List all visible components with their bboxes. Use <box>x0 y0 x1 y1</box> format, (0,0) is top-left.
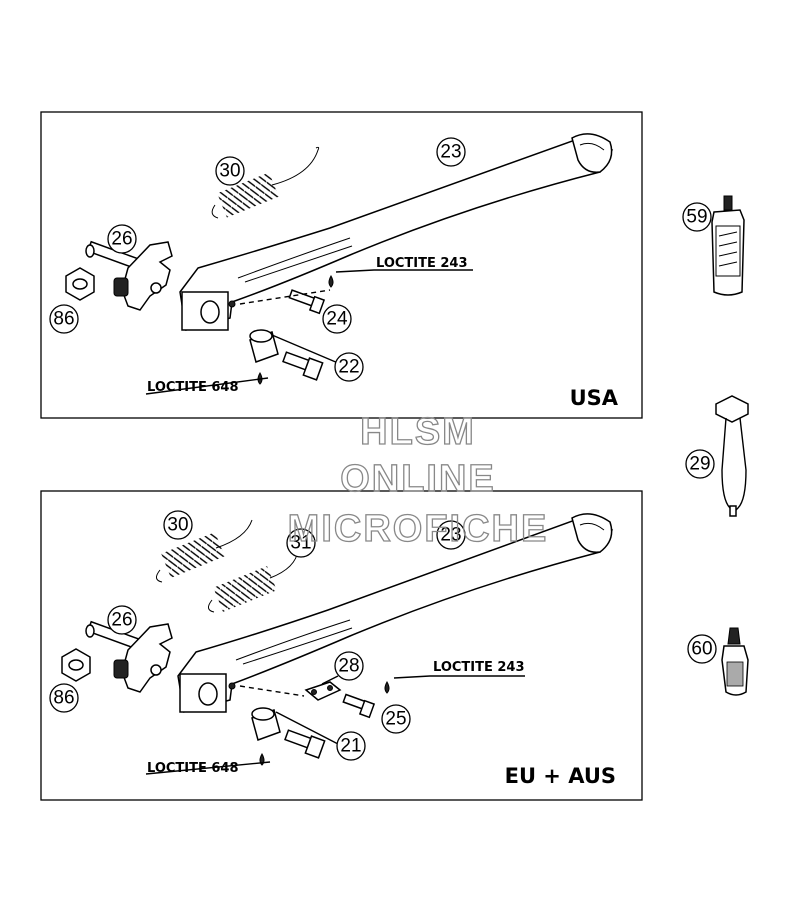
bushing-21 <box>251 707 281 741</box>
spring-31 <box>208 549 299 613</box>
svg-text:30: 30 <box>219 161 240 182</box>
svg-text:HLSM: HLSM <box>360 411 476 453</box>
bolt-21 <box>284 729 326 759</box>
svg-text:23: 23 <box>440 525 461 546</box>
callout-23: 23 <box>436 520 466 550</box>
callout-31: 31 <box>286 528 316 558</box>
svg-text:24: 24 <box>326 309 348 330</box>
callout-21: 21 <box>336 731 366 761</box>
callout-86: 86 <box>49 304 79 334</box>
svg-text:30: 30 <box>167 515 188 536</box>
spring-30 <box>211 146 320 219</box>
watermark: HLSM ONLINE MICROFICHE <box>287 410 549 550</box>
svg-text:60: 60 <box>691 639 712 660</box>
svg-text:29: 29 <box>689 454 710 475</box>
svg-text:86: 86 <box>53 309 74 330</box>
svg-text:25: 25 <box>385 709 406 730</box>
screw-25 <box>342 693 376 719</box>
panel-eu-aus: 30 31 23 26 86 28 25 21 LOCTI <box>40 490 643 801</box>
side-stand-leg <box>179 133 614 331</box>
bolt-22 <box>282 351 324 381</box>
callout-30: 30 <box>163 510 193 540</box>
region-label-usa: USA <box>570 386 619 410</box>
side-stand-leg <box>177 513 614 713</box>
loctite-648-label: LOCTITE 648 <box>147 761 239 776</box>
plate-28 <box>304 681 342 701</box>
t-tool-29: 29 <box>685 395 749 517</box>
bushing-22 <box>249 329 279 363</box>
svg-text:23: 23 <box>440 142 461 163</box>
svg-text:86: 86 <box>53 688 74 709</box>
svg-text:26: 26 <box>111 229 132 250</box>
svg-text:21: 21 <box>340 736 361 757</box>
callout-23: 23 <box>436 137 466 167</box>
nut-86 <box>61 648 91 682</box>
panel-eu-aus-frame <box>40 490 643 801</box>
callout-25: 25 <box>381 704 411 734</box>
svg-text:MICROFICHE: MICROFICHE <box>288 508 549 550</box>
svg-text:59: 59 <box>686 207 707 228</box>
panel-usa-frame <box>40 111 643 419</box>
svg-text:31: 31 <box>290 533 311 554</box>
loctite-drop <box>328 274 334 288</box>
callout-28: 28 <box>334 651 364 681</box>
svg-text:26: 26 <box>111 610 132 631</box>
callout-24: 24 <box>322 304 352 334</box>
screw-24 <box>288 289 326 315</box>
callout-86: 86 <box>49 683 79 713</box>
small-bottle-60: 60 <box>687 627 749 696</box>
loctite-243-label: LOCTITE 243 <box>433 660 525 675</box>
callout-30: 30 <box>215 156 245 186</box>
spring-30 <box>156 519 253 583</box>
svg-text:22: 22 <box>338 357 359 378</box>
callout-22: 22 <box>334 352 364 382</box>
callout-26: 26 <box>107 605 137 635</box>
region-label-eu-aus: EU + AUS <box>505 764 616 788</box>
svg-text:28: 28 <box>338 656 359 677</box>
callout-26: 26 <box>107 224 137 254</box>
loctite-drop <box>384 680 390 694</box>
loctite-243-label: LOCTITE 243 <box>376 256 468 271</box>
loctite-bottle-59: 59 <box>682 195 745 296</box>
nut-86 <box>65 267 95 301</box>
svg-text:ONLINE: ONLINE <box>340 458 496 500</box>
loctite-648-label: LOCTITE 648 <box>147 380 239 395</box>
pivot-bolt <box>85 240 173 311</box>
pivot-bolt <box>85 620 173 693</box>
panel-usa: 30 23 26 86 24 22 LOCTITE 243 LOCTITE 64… <box>40 111 643 419</box>
